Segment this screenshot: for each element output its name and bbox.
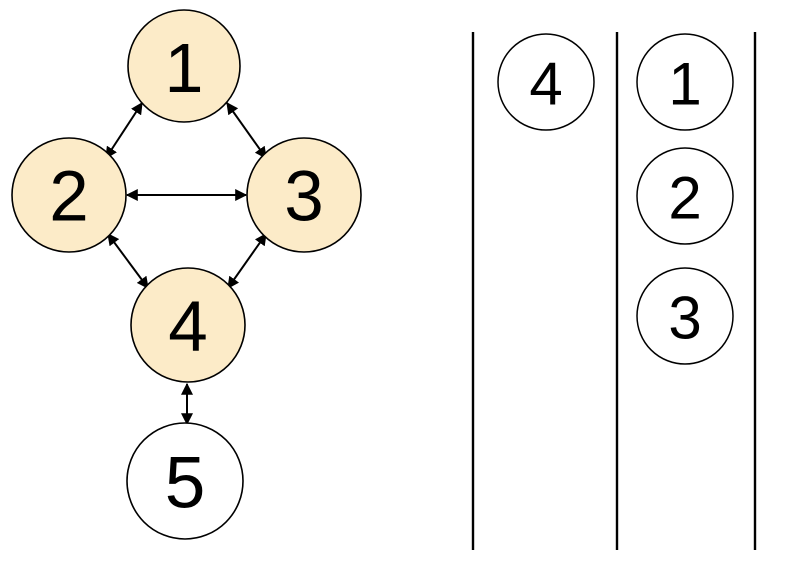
graph-node-label-3: 3 bbox=[284, 158, 324, 237]
graph-edges bbox=[105, 101, 267, 426]
graph-node-3[interactable]: 3 bbox=[246, 137, 362, 253]
partition-cell-right: 1 2 3 bbox=[636, 33, 734, 365]
graph-node-4[interactable]: 4 bbox=[130, 267, 246, 383]
partition-rules bbox=[471, 32, 757, 550]
graph-node-label-4: 4 bbox=[168, 288, 208, 367]
partition-item-2[interactable]: 2 bbox=[636, 147, 734, 245]
graph-node-2[interactable]: 2 bbox=[11, 137, 127, 253]
graph-node-5[interactable]: 5 bbox=[126, 422, 244, 540]
graph-node-1[interactable]: 1 bbox=[127, 9, 241, 123]
graph-node-label-5: 5 bbox=[165, 443, 206, 524]
partition-item-circle-4[interactable] bbox=[497, 33, 595, 131]
partition-item-3[interactable]: 3 bbox=[636, 267, 734, 365]
partition-cell-left: 4 bbox=[497, 33, 595, 131]
partition-item-circle-3[interactable] bbox=[636, 267, 734, 365]
partition-item-label-4: 4 bbox=[529, 51, 562, 118]
graph-node-circle-2[interactable] bbox=[11, 137, 127, 253]
graph-edge-1-3 bbox=[226, 102, 267, 159]
graph-node-circle-1[interactable] bbox=[127, 9, 241, 123]
graph-node-circle-4[interactable] bbox=[130, 267, 246, 383]
graph-edge-3-4 bbox=[227, 233, 267, 289]
graph-node-label-2: 2 bbox=[49, 158, 89, 237]
partition-item-label-1: 1 bbox=[668, 51, 701, 118]
partition-cells: 4 1 2 3 bbox=[497, 33, 734, 365]
partition-item-label-3: 3 bbox=[668, 285, 701, 352]
graph-node-circle-5[interactable] bbox=[126, 422, 244, 540]
graph-edge-2-4 bbox=[107, 233, 149, 289]
graph-nodes: 12 34 5 bbox=[11, 9, 362, 540]
partition-item-label-2: 2 bbox=[668, 165, 701, 232]
partition-item-circle-2[interactable] bbox=[636, 147, 734, 245]
graph-node-circle-3[interactable] bbox=[246, 137, 362, 253]
graph-node-label-1: 1 bbox=[165, 29, 204, 107]
partition-item-circle-1[interactable] bbox=[636, 33, 734, 131]
graph-edge-1-2 bbox=[105, 101, 143, 160]
partition-item-1[interactable]: 1 bbox=[636, 33, 734, 131]
partition-item-4[interactable]: 4 bbox=[497, 33, 595, 131]
